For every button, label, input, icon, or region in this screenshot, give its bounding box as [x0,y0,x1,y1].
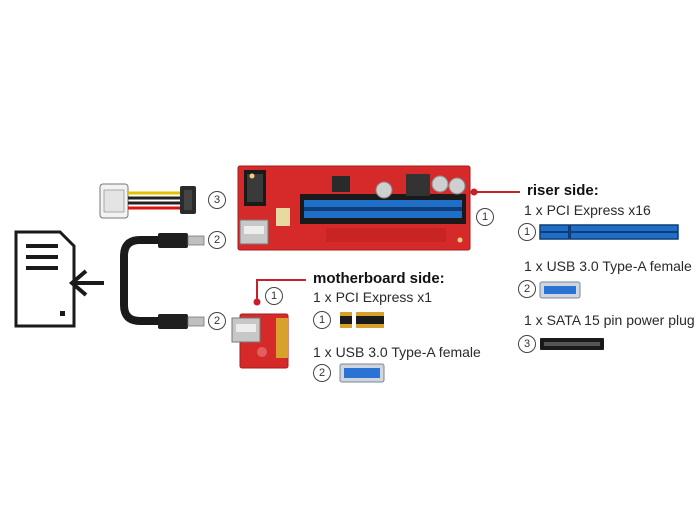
callout-usb-bottom: 2 [208,312,226,330]
callout-riser-board: 1 [476,208,494,226]
motherboard-item-label: 1 x PCI Express x1 [313,289,433,305]
usb-a-female-icon [539,281,581,299]
pcie-riser-board [237,165,471,251]
callout-usb-top: 2 [208,231,226,249]
usb-cable [120,233,205,329]
sata-power-cable [99,183,196,219]
callout-sata-cable: 3 [208,191,226,209]
computer-tower-icon [14,230,76,328]
riser-item-label: 1 x SATA 15 pin power plug [524,312,695,328]
pcie-x1-adapter [231,313,289,369]
riser-item-label: 1 x USB 3.0 Type-A female [524,258,692,274]
motherboard-item-number: 2 [313,364,331,382]
motherboard-callout-line [253,279,306,306]
riser-side-heading: riser side: [527,182,599,199]
motherboard-item-number: 1 [313,311,331,329]
riser-item-label: 1 x PCI Express x16 [524,202,651,218]
motherboard-side-heading: motherboard side: [313,270,445,287]
riser-item-number: 2 [518,280,536,298]
riser-callout-line [470,188,520,196]
riser-item-number: 3 [518,335,536,353]
usb-a-connector-icon [339,363,385,383]
pcie-x16-slot-icon [539,224,679,240]
pcie-x1-connector-icon [340,312,384,328]
riser-item-number: 1 [518,223,536,241]
arrow-left-icon [68,269,104,297]
callout-adapter-board: 1 [265,287,283,305]
sata-power-plug-icon [540,338,604,350]
motherboard-item-label: 1 x USB 3.0 Type-A female [313,344,481,360]
